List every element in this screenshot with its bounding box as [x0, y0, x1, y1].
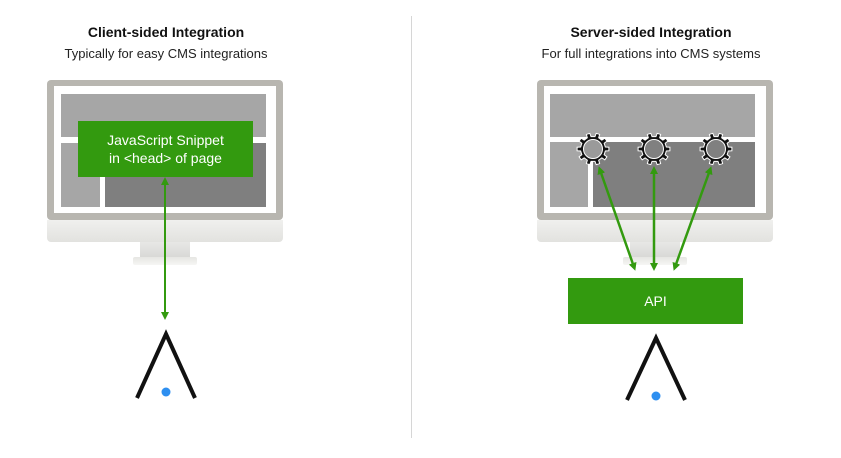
left-logo-icon: [135, 329, 197, 399]
right-panel-title: Server-sided Integration: [570, 24, 732, 40]
api-box: API: [568, 278, 743, 324]
left-panel-title: Client-sided Integration: [87, 24, 245, 40]
snippet-line-1: JavaScript Snippet: [107, 132, 224, 148]
gear-icon: [699, 132, 733, 166]
right-screen-header-block: [550, 94, 755, 137]
javascript-snippet-box: JavaScript Snippet in <head> of page: [78, 121, 253, 177]
right-arrow-1: [597, 166, 637, 271]
panel-divider: [411, 16, 412, 438]
snippet-line-2: in <head> of page: [109, 150, 222, 166]
gear-icon: [576, 132, 610, 166]
right-arrow-3: [672, 166, 713, 271]
api-label: API: [644, 293, 667, 309]
left-panel-subtitle: Typically for easy CMS integrations: [64, 46, 268, 61]
gear-icon: [637, 132, 671, 166]
right-panel-subtitle: For full integrations into CMS systems: [541, 46, 761, 61]
right-logo-icon: [625, 333, 687, 401]
